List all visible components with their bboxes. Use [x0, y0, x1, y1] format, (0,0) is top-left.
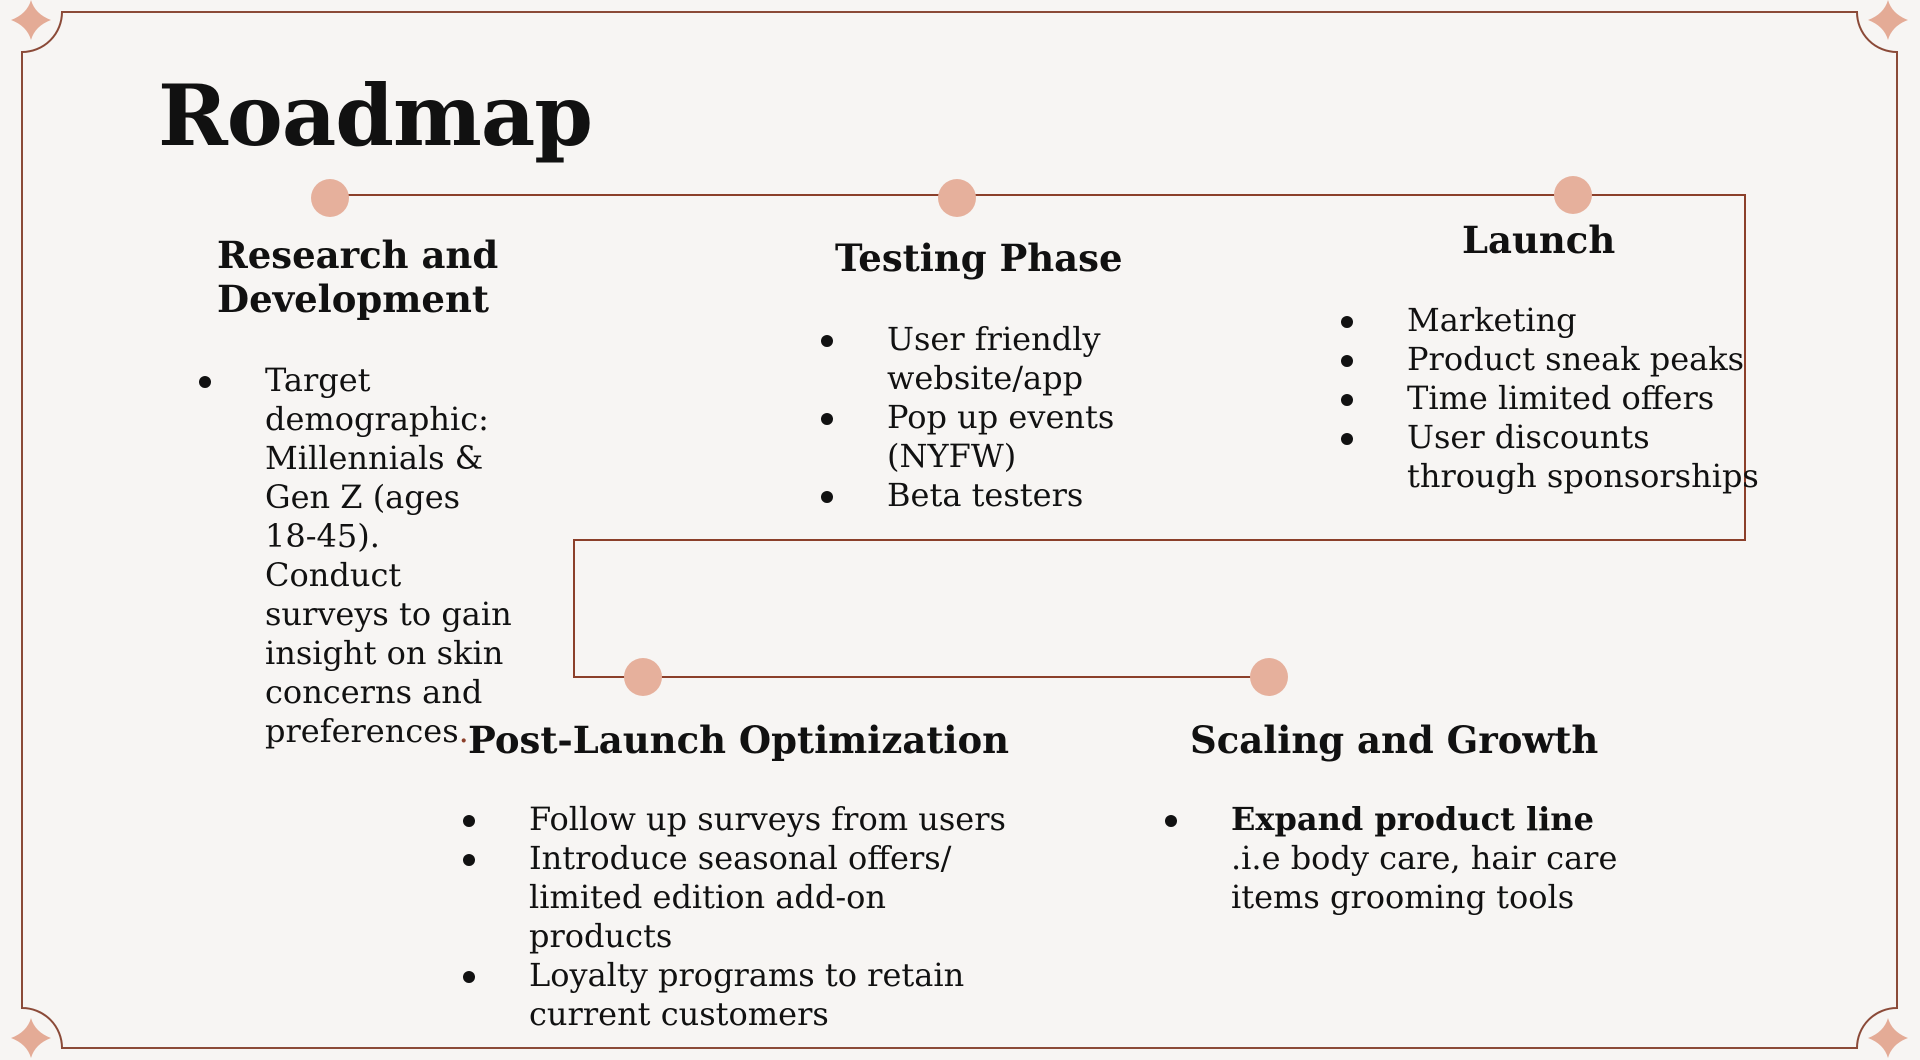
launch-bullet-list: Marketing Product sneak peaks Time limit… — [1339, 301, 1759, 496]
research-bullet-trailing-period: . — [458, 712, 469, 750]
launch-heading: Launch — [1462, 218, 1616, 262]
slide-frame — [21, 11, 1898, 1049]
corner-star-icon — [1868, 1018, 1908, 1058]
research-bullet-list: Target demographic: Millennials & Gen Z … — [197, 361, 517, 751]
post-launch-bullet-list: Follow up surveys from users Introduce s… — [461, 800, 1021, 1034]
scaling-bullet-item: Expand product line .i.e body care, hair… — [1163, 800, 1623, 917]
page-title: Roadmap — [158, 66, 593, 165]
research-bullet-item: Target demographic: Millennials & Gen Z … — [197, 361, 517, 751]
launch-bullet-item: Marketing — [1339, 301, 1759, 340]
research-heading-line2: Development — [217, 277, 489, 321]
scaling-bullet-bold: Expand product line — [1231, 800, 1594, 838]
milestone-dot-research — [311, 179, 349, 217]
milestone-dot-post-launch — [624, 658, 662, 696]
milestone-dot-launch — [1554, 176, 1592, 214]
scaling-heading: Scaling and Growth — [1190, 718, 1599, 762]
research-heading-line1: Research and — [217, 233, 499, 277]
testing-bullet-item: Pop up events (NYFW) — [819, 398, 1159, 476]
launch-bullet-item: Product sneak peaks — [1339, 340, 1759, 379]
testing-bullet-item: Beta testers — [819, 476, 1159, 515]
corner-star-icon — [11, 1018, 51, 1058]
scaling-bullet-rest: .i.e body care, hair care items grooming… — [1231, 839, 1618, 916]
milestone-dot-testing — [938, 179, 976, 217]
post-launch-bullet-item: Follow up surveys from users — [461, 800, 1021, 839]
corner-star-icon — [1868, 0, 1908, 40]
testing-bullet-item: User friendly website/app — [819, 320, 1159, 398]
milestone-dot-scaling — [1250, 658, 1288, 696]
post-launch-bullet-item: Loyalty programs to retain current custo… — [461, 956, 1021, 1034]
testing-bullet-list: User friendly website/app Pop up events … — [819, 320, 1159, 515]
research-heading: Research and Development — [217, 233, 498, 321]
launch-bullet-item: Time limited offers — [1339, 379, 1759, 418]
scaling-bullet-list: Expand product line .i.e body care, hair… — [1163, 800, 1623, 917]
testing-heading: Testing Phase — [835, 236, 1123, 280]
roadmap-connector — [330, 194, 1746, 678]
corner-star-icon — [11, 0, 51, 40]
post-launch-heading: Post-Launch Optimization — [468, 718, 1010, 762]
launch-bullet-item: User discounts through sponsorships — [1339, 418, 1759, 496]
post-launch-bullet-item: Introduce seasonal offers/ limited editi… — [461, 839, 1021, 956]
